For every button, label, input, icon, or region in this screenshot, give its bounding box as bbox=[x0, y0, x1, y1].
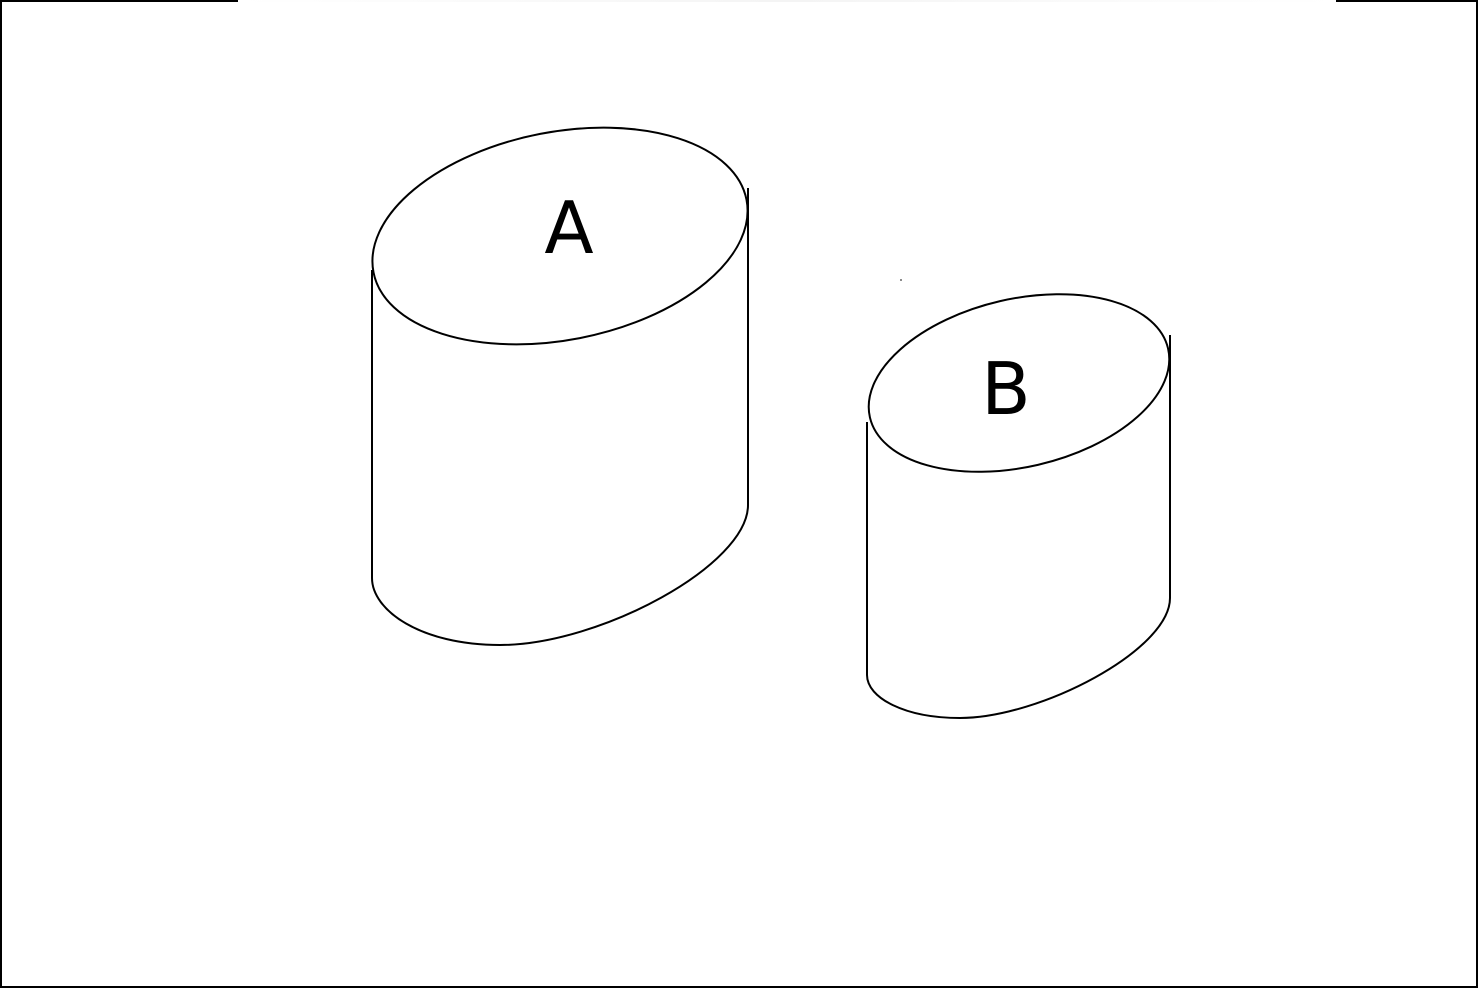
stray-dot bbox=[900, 279, 902, 281]
frame-top-gap bbox=[238, 0, 1336, 2]
cylinder-a-bottom-curve bbox=[371, 504, 749, 647]
cylinder-a-label: A bbox=[544, 186, 593, 270]
cylinder-a-top-ellipse bbox=[371, 126, 749, 346]
cylinder-b-bottom-curve bbox=[866, 597, 1171, 720]
cylinder-b: B bbox=[866, 293, 1171, 720]
cylinder-b-label: B bbox=[981, 347, 1030, 431]
cylinder-a: A bbox=[371, 126, 749, 647]
cylinder-b-top-ellipse bbox=[867, 293, 1171, 473]
